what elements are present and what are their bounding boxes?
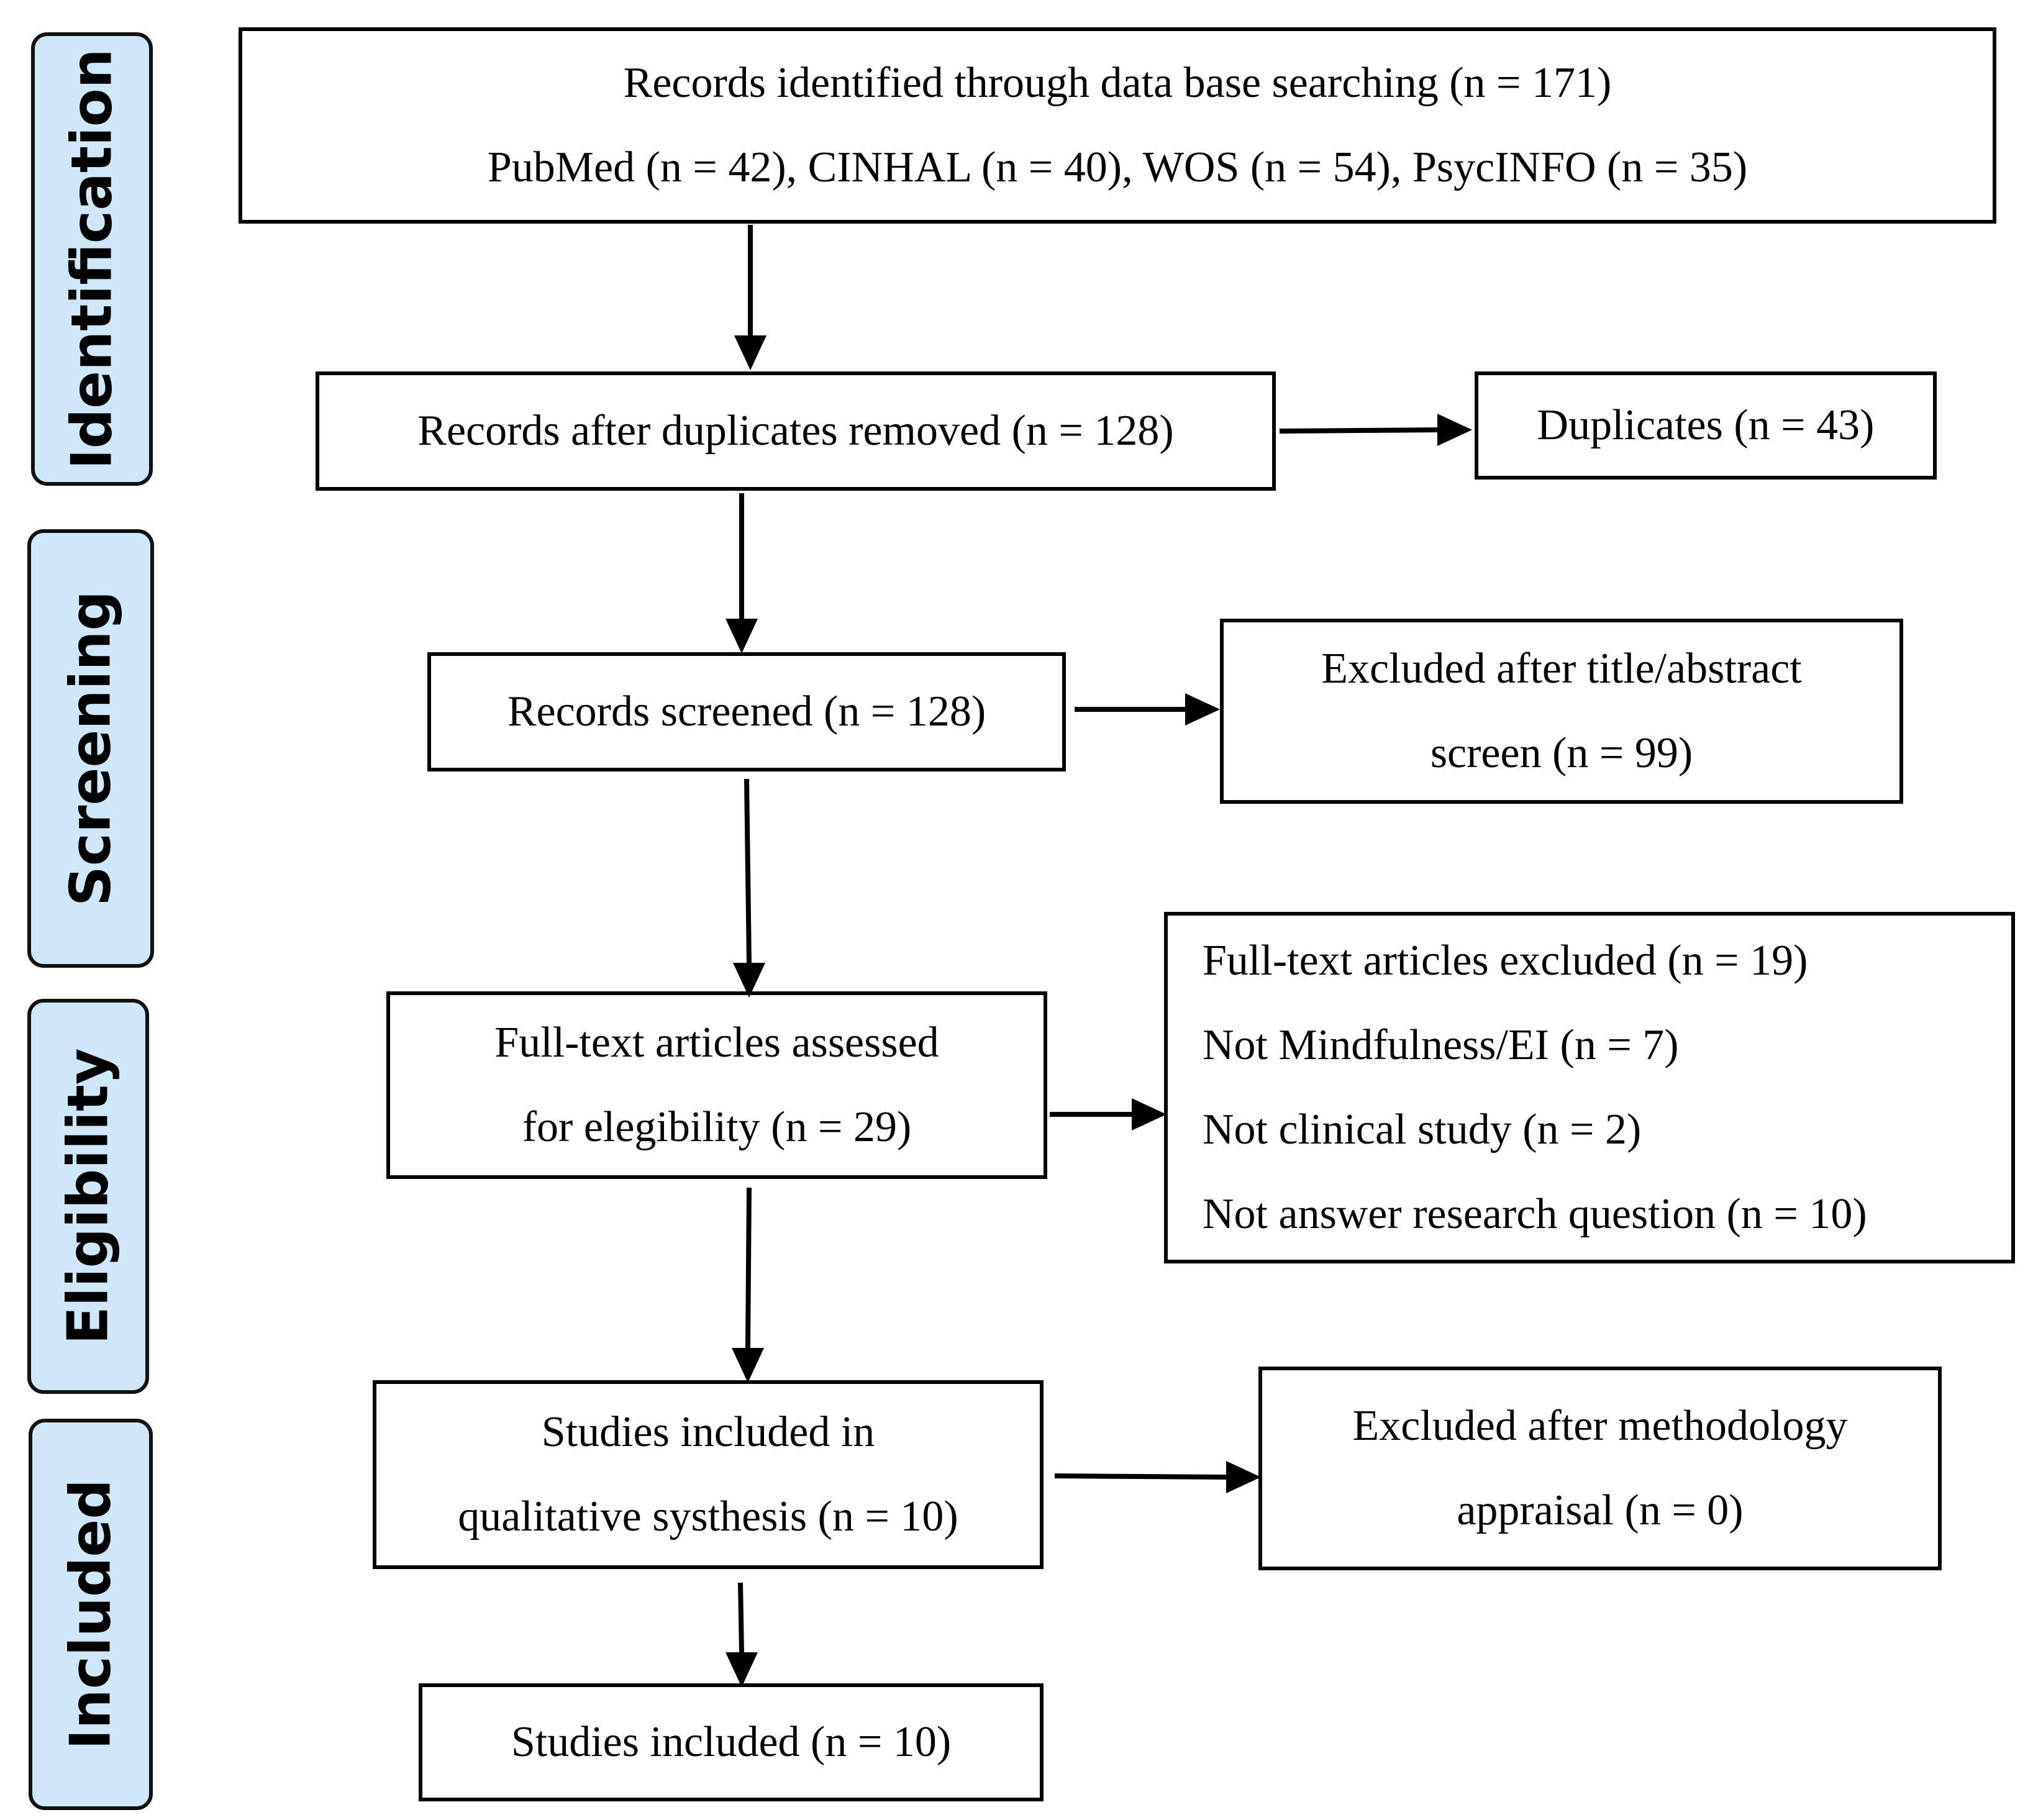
- full-text-assessed-box: Full-text articles assessed for elegibil…: [386, 991, 1047, 1179]
- arrow-assessed-to-synthesis: [745, 1187, 752, 1349]
- arrowhead-to-duplicates: [1437, 414, 1472, 446]
- arrowhead-deduplicated-to-screened: [725, 619, 758, 653]
- arrowhead-to-full-text-excluded: [1132, 1098, 1167, 1131]
- after-duplicates-box: Records after duplicates removed (n = 12…: [316, 371, 1276, 491]
- excluded-methodology-line2: appraisal (n = 0): [1457, 1486, 1744, 1534]
- duplicates-text: Duplicates (n = 43): [1537, 401, 1875, 449]
- full-text-assessed-line1: Full-text articles assessed: [494, 1019, 939, 1067]
- phase-included: Included: [29, 1419, 153, 1810]
- studies-included-text: Studies included (n = 10): [511, 1718, 952, 1766]
- arrowhead-screened-to-assessed: [733, 963, 765, 998]
- records-identified-box: Records identified through data base sea…: [239, 27, 1996, 224]
- full-text-excluded-box: Full-text articles excluded (n = 19) Not…: [1164, 912, 2015, 1263]
- excluded-title-abstract-line1: Excluded after title/abstract: [1321, 645, 1802, 693]
- studies-included-box: Studies included (n = 10): [419, 1683, 1044, 1801]
- not-mindfulness-ei-reason: Not Mindfulness/EI (n = 7): [1203, 1021, 1679, 1069]
- records-identified-text: Records identified through data base sea…: [623, 59, 1612, 107]
- arrow-screened-to-assessed: [744, 778, 752, 963]
- excluded-title-abstract-line2: screen (n = 99): [1430, 729, 1693, 777]
- arrowhead-identified-to-deduplicated: [734, 335, 766, 370]
- arrowhead-to-excluded-methodology: [1226, 1461, 1261, 1493]
- phase-screening: Screening: [27, 529, 154, 968]
- arrowhead-to-excluded-title-abstract: [1185, 693, 1220, 726]
- database-breakdown-text: PubMed (n = 42), CINHAL (n = 40), WOS (n…: [487, 143, 1748, 191]
- not-clinical-study-reason: Not clinical study (n = 2): [1203, 1106, 1642, 1153]
- full-text-excluded-total: Full-text articles excluded (n = 19): [1203, 937, 1808, 985]
- records-screened-box: Records screened (n = 128): [427, 652, 1066, 771]
- not-answer-research-question-reason: Not answer research question (n = 10): [1203, 1190, 1867, 1238]
- after-duplicates-text: Records after duplicates removed (n = 12…: [417, 407, 1174, 455]
- excluded-title-abstract-box: Excluded after title/abstract screen (n …: [1220, 619, 1903, 804]
- arrow-to-duplicates: [1279, 427, 1439, 434]
- qualitative-synthesis-line1: Studies included in: [541, 1408, 875, 1456]
- full-text-assessed-line2: for elegibility (n = 29): [522, 1103, 912, 1151]
- arrow-synthesis-to-included: [738, 1582, 744, 1653]
- arrow-to-excluded-methodology: [1054, 1473, 1228, 1480]
- phase-eligibility: Eligibility: [27, 999, 149, 1394]
- records-screened-text: Records screened (n = 128): [507, 688, 986, 735]
- arrowhead-synthesis-to-included: [725, 1652, 758, 1687]
- qualitative-synthesis-box: Studies included in qualitative systhesi…: [373, 1380, 1044, 1569]
- phase-identification: Identification: [31, 32, 153, 486]
- arrowhead-assessed-to-synthesis: [732, 1348, 764, 1383]
- qualitative-synthesis-line2: qualitative systhesis (n = 10): [458, 1493, 958, 1540]
- duplicates-box: Duplicates (n = 43): [1475, 371, 1937, 480]
- excluded-methodology-line1: Excluded after methodology: [1352, 1402, 1848, 1450]
- excluded-methodology-box: Excluded after methodology appraisal (n …: [1258, 1367, 1942, 1570]
